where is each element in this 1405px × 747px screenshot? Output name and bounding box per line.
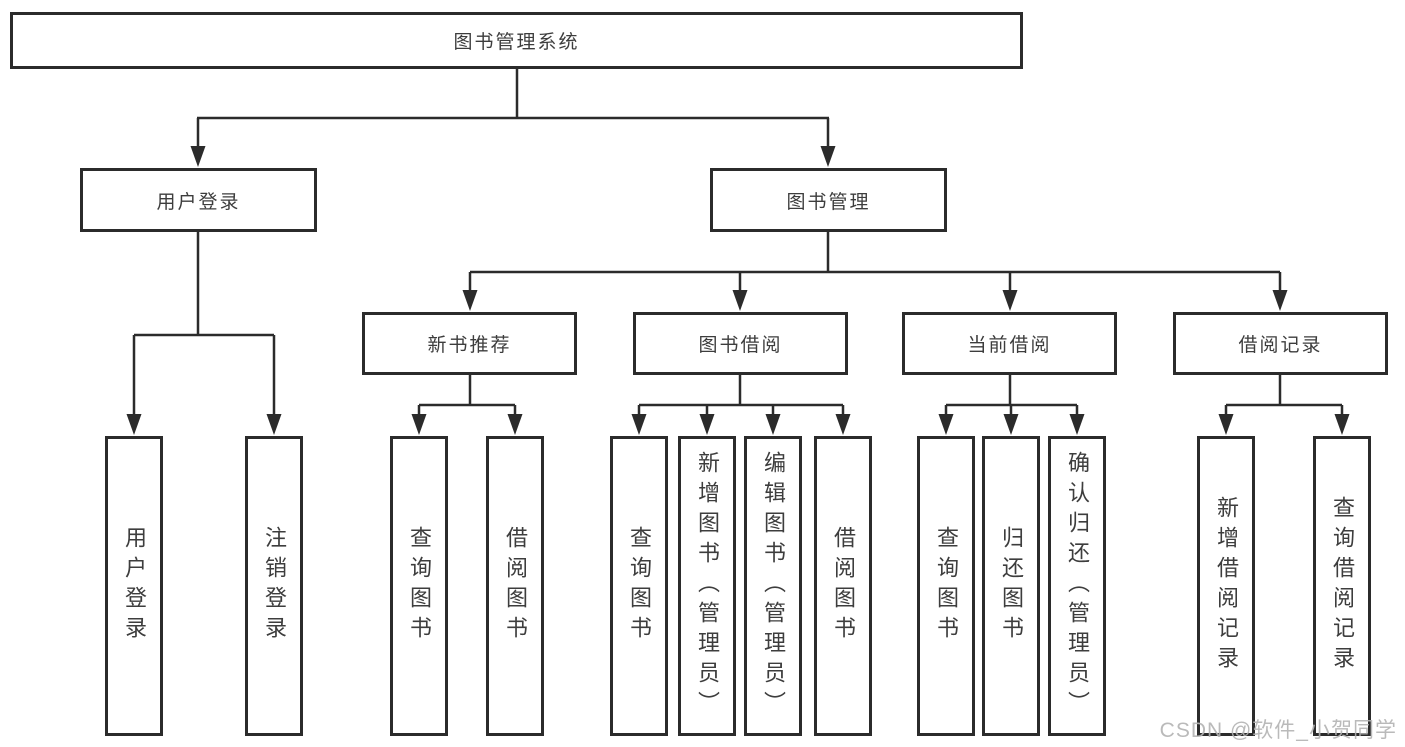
leaf-query-books-borrow: 查询图书 [610,436,668,736]
leaf-confirm-return-admin-label: 确认归还（管理员） [1065,451,1090,721]
leaf-query-books-current: 查询图书 [917,436,975,736]
leaf-query-books-current-label: 查询图书 [934,526,959,646]
leaf-return-books: 归还图书 [982,436,1040,736]
leaf-user-login-label: 用户登录 [122,526,147,646]
leaf-borrow-books-recommend-label: 借阅图书 [503,526,528,646]
leaf-edit-books-admin: 编辑图书（管理员） [744,436,802,736]
node-book-borrowing: 图书借阅 [633,312,848,375]
node-book-management: 图书管理 [710,168,947,232]
leaf-user-login: 用户登录 [105,436,163,736]
node-library-management-system: 图书管理系统 [10,12,1023,69]
leaf-logout-label: 注销登录 [262,526,287,646]
leaf-borrow-books-label: 借阅图书 [831,526,856,646]
node-borrowing-records: 借阅记录 [1173,312,1388,375]
leaf-query-books-recommend: 查询图书 [390,436,448,736]
leaf-return-books-label: 归还图书 [999,526,1024,646]
leaf-borrow-books-recommend: 借阅图书 [486,436,544,736]
leaf-add-books-admin: 新增图书（管理员） [678,436,736,736]
leaf-add-borrow-record-label: 新增借阅记录 [1214,496,1239,676]
leaf-query-books-borrow-label: 查询图书 [627,526,652,646]
node-new-book-recommendation: 新书推荐 [362,312,577,375]
csdn-watermark: CSDN @软件_小贺同学 [1159,719,1397,742]
leaf-add-books-admin-label: 新增图书（管理员） [695,451,720,721]
leaf-query-books-recommend-label: 查询图书 [407,526,432,646]
leaf-confirm-return-admin: 确认归还（管理员） [1048,436,1106,736]
leaf-add-borrow-record: 新增借阅记录 [1197,436,1255,736]
leaf-logout: 注销登录 [245,436,303,736]
leaf-query-borrow-record-label: 查询借阅记录 [1330,496,1355,676]
leaf-borrow-books: 借阅图书 [814,436,872,736]
leaf-query-borrow-record: 查询借阅记录 [1313,436,1371,736]
node-user-login: 用户登录 [80,168,317,232]
node-current-borrowing: 当前借阅 [902,312,1117,375]
leaf-edit-books-admin-label: 编辑图书（管理员） [761,451,786,721]
